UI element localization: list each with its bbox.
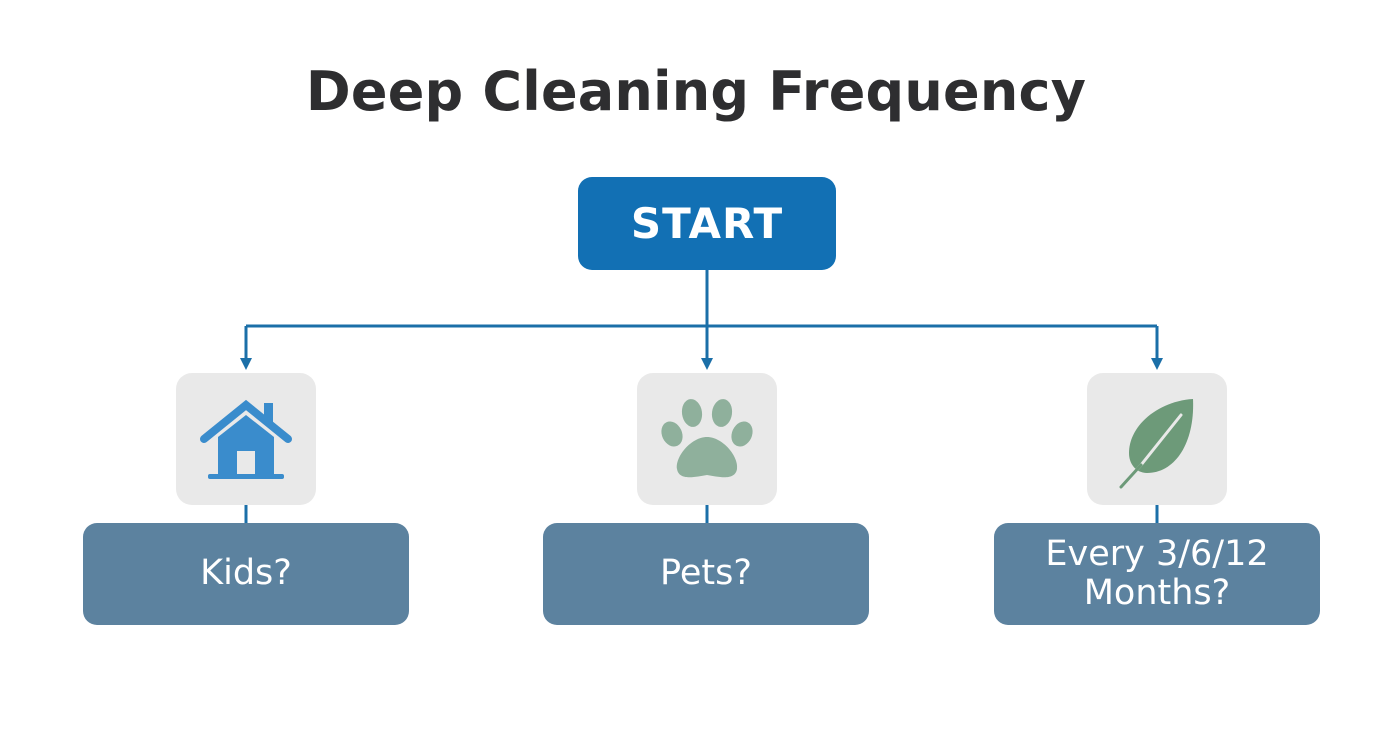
start-node: START: [578, 177, 836, 270]
months-question-label: Every 3/6/12 Months?: [1045, 533, 1269, 613]
start-label: START: [630, 199, 784, 248]
leaf-icon: [1119, 399, 1194, 489]
diagram-title: Deep Cleaning Frequency: [305, 60, 1087, 123]
kids-question-label: Kids?: [200, 553, 292, 594]
house-icon: [200, 399, 292, 479]
months-question-box: Every 3/6/12 Months?: [994, 523, 1320, 625]
kids-icon-tile: [176, 373, 316, 505]
pets-question-box: Pets?: [543, 523, 869, 625]
months-icon-tile: [1087, 373, 1227, 505]
paw-icon: [661, 399, 753, 478]
pets-icon-tile: [637, 373, 777, 505]
pets-question-label: Pets?: [660, 553, 752, 594]
kids-question-box: Kids?: [83, 523, 409, 625]
